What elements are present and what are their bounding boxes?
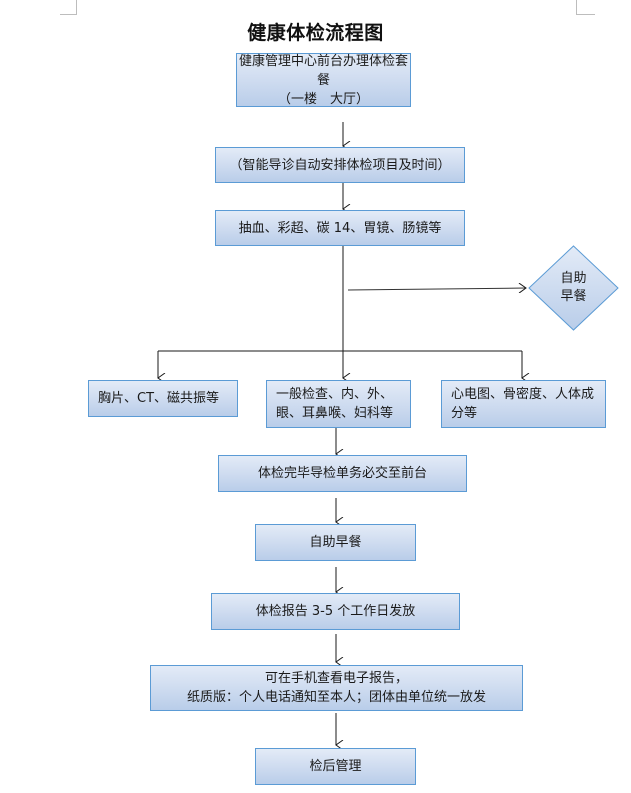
step-blood: 抽血、彩超、碳 14、胃镜、肠镜等 <box>215 210 465 246</box>
step-report: 体检报告 3-5 个工作日发放 <box>211 593 460 630</box>
step-breakfast-text: 自助早餐 <box>309 535 362 550</box>
page-corner-mark-left <box>60 0 77 15</box>
step-breakfast: 自助早餐 <box>255 524 416 561</box>
step-blood-text: 抽血、彩超、碳 14、胃镜、肠镜等 <box>238 220 442 236</box>
branch-center-line1: 一般检查、内、外、 <box>276 387 394 402</box>
branch-right-line2: 分等 <box>451 406 478 421</box>
branch-center-line2: 眼、耳鼻喉、妇科等 <box>276 406 394 421</box>
diamond-line1: 自助 <box>560 271 587 286</box>
page-title: 健康体检流程图 <box>247 22 384 44</box>
step-register-line2: （一楼 大厅） <box>277 91 369 107</box>
step-guide: （智能导诊自动安排体检项目及时间） <box>215 147 465 183</box>
step-report-text: 体检报告 3-5 个工作日发放 <box>255 604 416 619</box>
step-guide-text: （智能导诊自动安排体检项目及时间） <box>229 157 451 173</box>
step-register: 健康管理中心前台办理体检套餐 （一楼 大厅） <box>236 53 411 107</box>
branch-right-line1: 心电图、骨密度、人体成 <box>451 387 595 402</box>
diamond-shape <box>528 245 619 331</box>
step-submit-text: 体检完毕导检单务必交至前台 <box>257 466 427 481</box>
branch-right: 心电图、骨密度、人体成 分等 <box>441 380 606 428</box>
step-breakfast-side: 自助 早餐 <box>528 245 619 331</box>
branch-left-text: 胸片、CT、磁共振等 <box>98 391 220 406</box>
step-followup-text: 检后管理 <box>309 759 362 774</box>
step-delivery-line2: 纸质版：个人电话通知至本人；团体由单位统一放发 <box>186 690 486 705</box>
step-followup: 检后管理 <box>255 748 416 785</box>
branch-left: 胸片、CT、磁共振等 <box>88 380 238 417</box>
branch-center: 一般检查、内、外、 眼、耳鼻喉、妇科等 <box>266 380 411 428</box>
step-submit: 体检完毕导检单务必交至前台 <box>218 455 467 492</box>
diamond-line2: 早餐 <box>560 289 587 304</box>
step-register-line1: 健康管理中心前台办理体检套餐 <box>238 53 408 88</box>
step-delivery-line1: 可在手机查看电子报告， <box>264 671 408 686</box>
arrow-to-breakfast-side <box>347 288 526 290</box>
page-corner-mark-right <box>576 0 595 15</box>
step-delivery: 可在手机查看电子报告， 纸质版：个人电话通知至本人；团体由单位统一放发 <box>150 665 523 711</box>
